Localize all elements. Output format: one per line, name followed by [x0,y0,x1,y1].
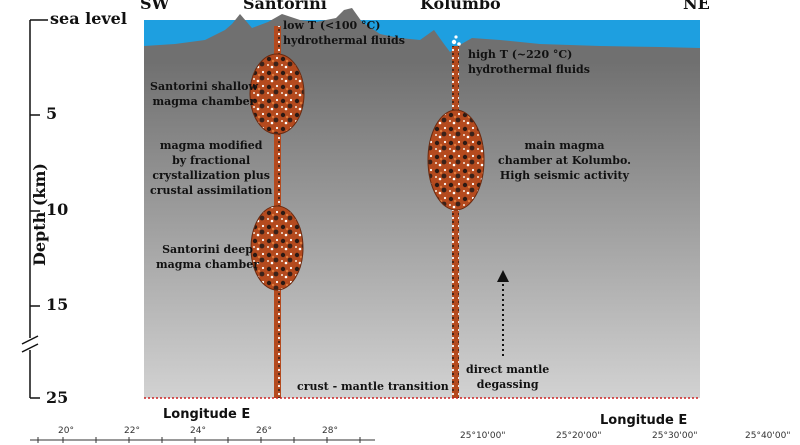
lon-tick-20: 20° [58,426,74,436]
tick-label-sea-level: sea level [50,9,127,28]
vent-bubble [457,42,461,46]
lon-axis-left-ticks [37,437,361,443]
santorini-deep-chamber [250,205,304,291]
kolumbo-conduit [452,46,459,398]
vent-bubble [454,35,458,39]
tick-label-10: 10 [46,200,69,219]
lon-tick-25-30: 25°30'00" [652,431,698,441]
lon-tick-28: 28° [322,426,338,436]
axis-break-mark [21,335,39,345]
tick-label-5: 5 [46,104,58,123]
sw-direction-label: SW [140,0,170,13]
lon-tick-25-20: 25°20'00" [556,431,602,441]
seafloor-topography [144,8,700,60]
ne-direction-label: NE [683,0,710,13]
longitude-left-label: Longitude E [163,407,251,422]
santorini-label: Santorini [243,0,327,13]
axis-break-mark [21,343,39,353]
crust-block [144,45,700,398]
lon-tick-25-40: 25°40'00" [745,431,791,441]
crust-mantle-annotation: crust - mantle transition [297,380,449,393]
lon-tick-22: 22° [124,426,140,436]
tick-label-15: 15 [46,295,69,314]
tick-label-25: 25 [46,388,69,407]
lon-tick-24: 24° [190,426,206,436]
kolumbo-chamber [427,109,485,211]
high-t-annotation: high T (~220 °C)hydrothermal fluids [468,48,590,76]
kolumbo-label: Kolumbo [420,0,501,13]
low-t-annotation: low T (<100 °C)hydrothermal fluids [283,19,405,47]
longitude-right-label: Longitude E [600,413,688,428]
vent-bubble [451,39,457,45]
degassing-arrow-head [497,270,509,282]
santorini-shallow-chamber [249,53,305,135]
lon-tick-25-10: 25°10'00" [460,431,506,441]
lon-tick-26: 26° [256,426,272,436]
